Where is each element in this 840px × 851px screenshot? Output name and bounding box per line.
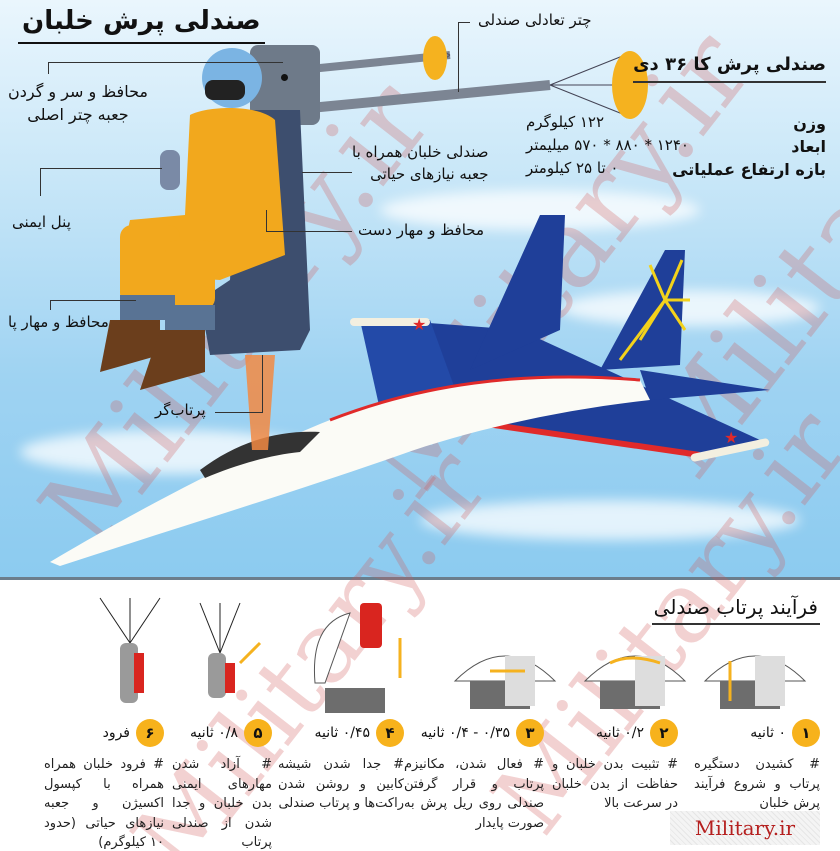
brand-logo: Military.ir <box>670 811 820 845</box>
step-2-illustration <box>583 655 687 709</box>
step-header: ۲ ۰/۲ ثانیه <box>552 719 678 747</box>
step-6: ۶ فرود # فرود خلبان همراه همراه با کپسول… <box>44 719 164 851</box>
leader-dot <box>281 74 288 81</box>
step-number-badge: ۶ <box>136 719 164 747</box>
cloud <box>560 290 820 326</box>
spec-value: ۰ تا ۲۵ کیلومتر <box>526 159 619 178</box>
leader-line <box>266 210 352 232</box>
spec-row-altitude: بازه ارتفاع عملیاتی ۰ تا ۲۵ کیلومتر <box>526 158 826 181</box>
step-time: ۰/۸ ثانیه <box>189 725 238 741</box>
spec-key: ابعاد <box>791 137 826 157</box>
page-title: صندلی پرش خلبان <box>18 6 265 44</box>
process-panel: Military.ir Military.ir فرآیند پرتاب صند… <box>0 388 840 851</box>
leader-line <box>302 172 352 173</box>
illustration-panel: Military.ir Military.ir Military.ir ★ ★ <box>0 0 840 580</box>
specs-table: وزن ۱۲۲ کیلوگرم ابعاد ۱۲۴۰ * ۸۸۰ * ۵۷۰ م… <box>526 112 826 182</box>
step-time: ۰/۳۵ - ۰/۴ ثانیه <box>420 725 510 741</box>
safety-panel-label: پنل ایمنی <box>12 213 71 231</box>
step-number-badge: ۲ <box>650 719 678 747</box>
specs-title: صندلی پرش کا ۳۶ دی <box>633 54 826 83</box>
ejection-seat-illustration <box>100 36 648 450</box>
step-3-illustration <box>453 655 557 709</box>
leader-line <box>215 355 263 413</box>
step-description: # کشیدن دستگیره پرتاب و شروع فرآیند پرش … <box>694 757 820 811</box>
seat-with-kit-text-1: صندلی خلبان همراه با <box>352 143 489 161</box>
step-time: ۰/۲ ثانیه <box>595 725 644 741</box>
step-description: # فعال شدن، مکانیزم پرتاب و قرار گرفتن ص… <box>404 757 544 831</box>
step-2: ۲ ۰/۲ ثانیه # تثبیت بدن خلبان و حفاظت از… <box>552 719 678 814</box>
main-chute-box-text: جعبه چتر اصلی <box>27 105 129 125</box>
leader-line <box>50 300 136 310</box>
step-description: # جدا شدن شیشه کابین و روشن شدن راکت‌ها … <box>278 757 404 811</box>
step-header: ۱ ۰ ثانیه <box>694 719 820 747</box>
spec-key: بازه ارتفاع عملیاتی <box>672 160 826 180</box>
leader-line <box>48 62 283 74</box>
step-5-illustration <box>199 602 262 698</box>
step-4-illustration <box>313 603 402 713</box>
step-3: ۳ ۰/۳۵ - ۰/۴ ثانیه # فعال شدن، مکانیزم پ… <box>404 719 544 833</box>
step-5: ۵ ۰/۸ ثانیه # آزاد شدن مهارهای ایمنی بدن… <box>172 719 272 851</box>
step-4: ۴ ۰/۴۵ ثانیه # جدا شدن شیشه کابین و روشن… <box>278 719 404 814</box>
step-time: فرود <box>102 725 130 741</box>
fighter-jet-illustration: ★ ★ <box>200 215 770 478</box>
drogue-chute-label: چتر تعادلی صندلی <box>478 11 592 29</box>
step-header: ۶ فرود <box>44 719 164 747</box>
leader-line <box>458 22 470 92</box>
step-1: ۱ ۰ ثانیه # کشیدن دستگیره پرتاب و شروع ف… <box>694 719 820 814</box>
spec-row-dimensions: ابعاد ۱۲۴۰ * ۸۸۰ * ۵۷۰ میلیمتر <box>526 135 826 158</box>
seat-with-kit-label: صندلی خلبان همراه با جعبه نیازهای حیاتی <box>352 142 489 186</box>
head-neck-protector-text: محافظ و سر و گردن <box>8 82 148 101</box>
step-time: ۰ ثانیه <box>750 725 786 741</box>
spec-row-weight: وزن ۱۲۲ کیلوگرم <box>526 112 826 135</box>
step-6-illustration <box>99 597 161 703</box>
seat-with-kit-text-2: جعبه نیازهای حیاتی <box>370 164 489 183</box>
cloud <box>420 500 800 540</box>
arm-restraint-label: محافظ و مهار دست <box>358 221 484 239</box>
leader-line <box>40 168 162 196</box>
step-number-badge: ۵ <box>244 719 272 747</box>
spec-key: وزن <box>793 114 826 133</box>
spec-value: ۱۲۴۰ * ۸۸۰ * ۵۷۰ میلیمتر <box>526 136 689 155</box>
head-neck-protector-label: محافظ و سر و گردن جعبه چتر اصلی <box>8 80 148 126</box>
step-number-badge: ۱ <box>792 719 820 747</box>
step-1-illustration <box>703 655 807 709</box>
step-time: ۰/۴۵ ثانیه <box>314 725 370 741</box>
spec-value: ۱۲۲ کیلوگرم <box>526 113 605 131</box>
process-title: فرآیند پرتاب صندلی <box>651 595 820 625</box>
svg-text:★: ★ <box>412 315 426 334</box>
catapult-label: پرتاب‌گر <box>155 401 206 419</box>
leg-restraint-label: محافظ و مهار پا <box>8 313 109 331</box>
step-number-badge: ۳ <box>516 719 544 747</box>
step-description: # آزاد شدن مهارهای ایمنی بدن خلبان و جدا… <box>172 757 272 850</box>
step-description: # فرود خلبان همراه همراه با کپسول اکسیژن… <box>44 757 164 850</box>
step-header: ۳ ۰/۳۵ - ۰/۴ ثانیه <box>404 719 544 747</box>
step-number-badge: ۴ <box>376 719 404 747</box>
svg-text:★: ★ <box>724 428 738 447</box>
step-header: ۴ ۰/۴۵ ثانیه <box>278 719 404 747</box>
step-header: ۵ ۰/۸ ثانیه <box>172 719 272 747</box>
step-description: # تثبیت بدن خلبان و حفاظت از بدن خلبان د… <box>552 757 678 811</box>
